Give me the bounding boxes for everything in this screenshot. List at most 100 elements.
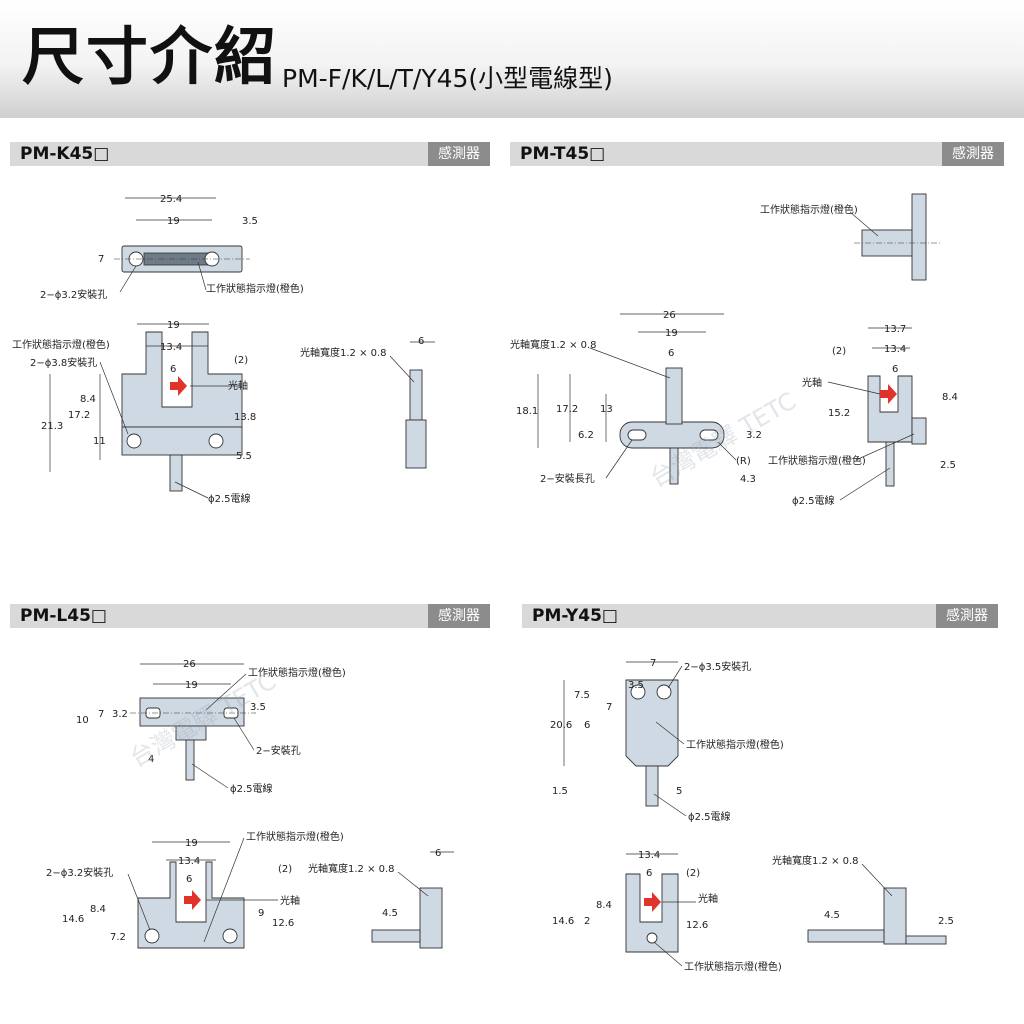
- dim-label: 5: [676, 786, 682, 797]
- y-cable: [645, 765, 659, 807]
- l-mount-label: 2−ϕ3.2安裝孔: [46, 866, 113, 879]
- y-side-cable: [807, 929, 885, 943]
- l-side-cable: [371, 929, 421, 943]
- panel-pm-y45: PM-Y45□ 感測器 7 3.5 7.5 7 20.6 6 1.5 5 2−ϕ…: [522, 604, 998, 976]
- page-title: 尺寸介紹: [22, 20, 279, 93]
- dim-label: 19: [167, 320, 180, 331]
- t-r-label: (R): [736, 456, 751, 467]
- dim-label: 13.4: [178, 856, 200, 867]
- dim-label: 19: [185, 680, 198, 691]
- l-indicator2-label: 工作狀態指示燈(橙色): [246, 830, 344, 843]
- pm-y45-diagram: 7 3.5 7.5 7 20.6 6 1.5 5 2−ϕ3.5安裝孔 工作狀態指…: [550, 658, 954, 973]
- l-width-label: 光軸寬度1.2 × 0.8: [308, 862, 395, 875]
- t-cable-label: ϕ2.5電線: [792, 494, 835, 507]
- panel-header: PM-L45□ 感測器: [10, 604, 490, 628]
- dim-label: 2.5: [940, 460, 956, 471]
- panel-header: PM-T45□ 感測器: [510, 142, 1004, 166]
- dim-label: 13.8: [234, 412, 256, 423]
- dim-label: 3.2: [112, 709, 128, 720]
- y-indicator-label: 工作狀態指示燈(橙色): [686, 738, 784, 751]
- k-side-lower: [405, 419, 427, 469]
- l-cable-label: ϕ2.5電線: [230, 782, 273, 795]
- dim-label: 20.6: [550, 720, 572, 731]
- t-axis-label: 光軸: [802, 376, 822, 389]
- dim-label: 17.2: [556, 404, 578, 415]
- dim-label: 6: [668, 348, 674, 359]
- dim-label: 7.2: [110, 932, 126, 943]
- k-front-body: [121, 331, 243, 428]
- l-axis-label: 光軸: [280, 894, 300, 907]
- y-side-tail: [905, 935, 947, 945]
- dim-label: 6: [892, 364, 898, 375]
- t-axis-arrow-icon: [880, 384, 897, 404]
- y-top-hole-right: [656, 684, 672, 700]
- t-right-ear: [911, 417, 927, 445]
- y-cable-label: ϕ2.5電線: [688, 810, 731, 823]
- dim-label: 12.6: [272, 918, 294, 929]
- panel-sensor-badge: 感測器: [428, 604, 490, 628]
- dim-label: 13.4: [160, 342, 182, 353]
- dim-label: 4.5: [382, 908, 398, 919]
- dim-label: 13: [600, 404, 613, 415]
- k-axis-label: 光軸: [228, 379, 248, 392]
- dim-label: 6: [584, 720, 590, 731]
- dim-label: 21.3: [41, 421, 63, 432]
- dim-label: 19: [167, 216, 180, 227]
- dim-label: 26: [663, 310, 676, 321]
- dim-label: 3.5: [250, 702, 266, 713]
- dim-label: 7.5: [574, 690, 590, 701]
- dim-label: 2.5: [938, 916, 954, 927]
- dim-label: 4.3: [740, 474, 756, 485]
- dim-label: 14.6: [552, 916, 574, 927]
- k-indicator2-label: 工作狀態指示燈(橙色): [12, 338, 110, 351]
- l-cable: [185, 739, 195, 781]
- y-r-label: (2): [686, 868, 700, 879]
- pm-l45-diagram: 26 19 3.5 10 7 3.2 4 工作狀態指示燈(橙色) 2−安裝孔 ϕ…: [46, 659, 454, 949]
- k-cable: [169, 454, 183, 492]
- y-top-body: [625, 679, 679, 767]
- dim-label: 15.2: [828, 408, 850, 419]
- dim-label: 4.5: [824, 910, 840, 921]
- dim-label: 13.7: [884, 324, 906, 335]
- l-indicator-label: 工作狀態指示燈(橙色): [248, 666, 346, 679]
- dim-label: 14.6: [62, 914, 84, 925]
- k-axis-arrow-icon: [170, 376, 187, 396]
- l-front-hole-right: [222, 928, 238, 944]
- k-side-upper: [409, 369, 423, 421]
- dim-label: 10: [76, 715, 89, 726]
- dim-label: 1.5: [552, 786, 568, 797]
- panel-sensor-badge: 感測器: [942, 142, 1004, 166]
- y-top-hole-left: [630, 684, 646, 700]
- dim-label: 7: [98, 709, 104, 720]
- panel-model-name: PM-Y45□: [532, 606, 618, 626]
- l-r-label: (2): [278, 864, 292, 875]
- y-front-body: [625, 873, 679, 953]
- dim-label: 8.4: [942, 392, 958, 403]
- panel-sensor-badge: 感測器: [428, 142, 490, 166]
- t-front-stem: [665, 367, 683, 425]
- l-hole-label: 2−安裝孔: [256, 744, 301, 757]
- t-width-label: 光軸寬度1.2 × 0.8: [510, 338, 597, 351]
- t-r2-label: (2): [832, 346, 846, 357]
- dim-label: 2: [584, 916, 590, 927]
- t-slot-label: 2−安裝長孔: [540, 472, 595, 485]
- dim-label: 8.4: [80, 394, 96, 405]
- t-slot-left: [627, 429, 647, 441]
- panel-pm-l45: PM-L45□ 感測器 26 19 3.5 10 7 3.2 4 工作狀態指示燈…: [10, 604, 490, 976]
- panel-pm-k45: PM-K45□ 感測器 25.4 19 3.5 7 工作狀態指示燈(橙色) 2−…: [10, 142, 490, 517]
- dim-label: 6: [646, 868, 652, 879]
- k-mount-label: 2−ϕ3.2安裝孔: [40, 288, 107, 301]
- dim-label: 6: [435, 848, 441, 859]
- dim-label: 3.2: [746, 430, 762, 441]
- y-width-label: 光軸寬度1.2 × 0.8: [772, 854, 859, 867]
- pm-t45-diagram: 工作狀態指示燈(橙色) 26 19 6 光軸寬度1.2 × 0.8 18.1 1…: [510, 193, 958, 507]
- panel-header: PM-K45□ 感測器: [10, 142, 490, 166]
- k-mount2-label: 2−ϕ3.8安裝孔: [30, 356, 97, 369]
- y-axis-arrow-icon: [644, 892, 661, 912]
- l-side-body: [419, 887, 443, 949]
- dim-label: 12.6: [686, 920, 708, 931]
- dim-label: 3.5: [628, 680, 644, 691]
- page-banner: 尺寸介紹 PM-F/K/L/T/Y45(小型電線型): [0, 0, 1024, 118]
- y-indicator2-label: 工作狀態指示燈(橙色): [684, 960, 782, 973]
- dim-label: 13.4: [884, 344, 906, 355]
